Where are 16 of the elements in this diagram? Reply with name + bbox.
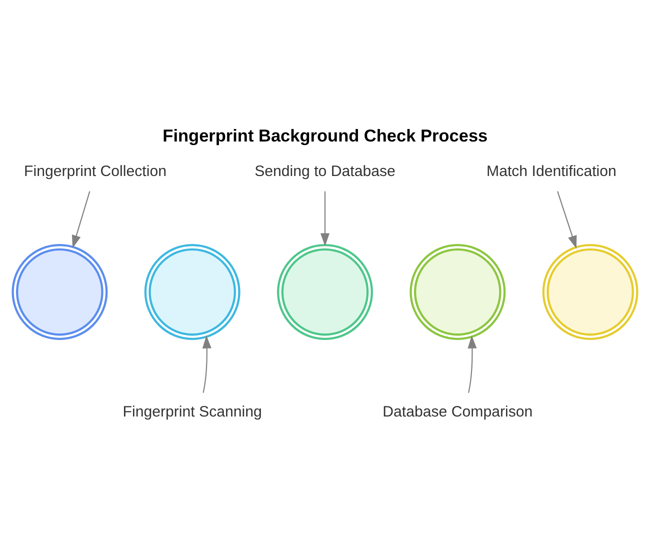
node-text: Database Comparison — [382, 402, 533, 420]
arrow — [72, 190, 90, 248]
node-gear — [277, 244, 373, 340]
arrow — [202, 334, 212, 392]
diagram-title: Fingerprint Background Check Process — [162, 124, 488, 145]
node-gear — [410, 244, 506, 340]
node-text: Sending to Database — [254, 162, 396, 180]
node-text: Fingerprint Collection — [24, 162, 167, 180]
node-gear — [144, 244, 240, 340]
arrow — [320, 190, 330, 246]
node-gear — [542, 244, 638, 340]
arrow — [557, 190, 577, 248]
node-gear — [12, 244, 108, 340]
node-text: Fingerprint Scanning — [122, 402, 262, 420]
arrow — [468, 334, 477, 392]
node-text: Match Identification — [486, 162, 616, 180]
